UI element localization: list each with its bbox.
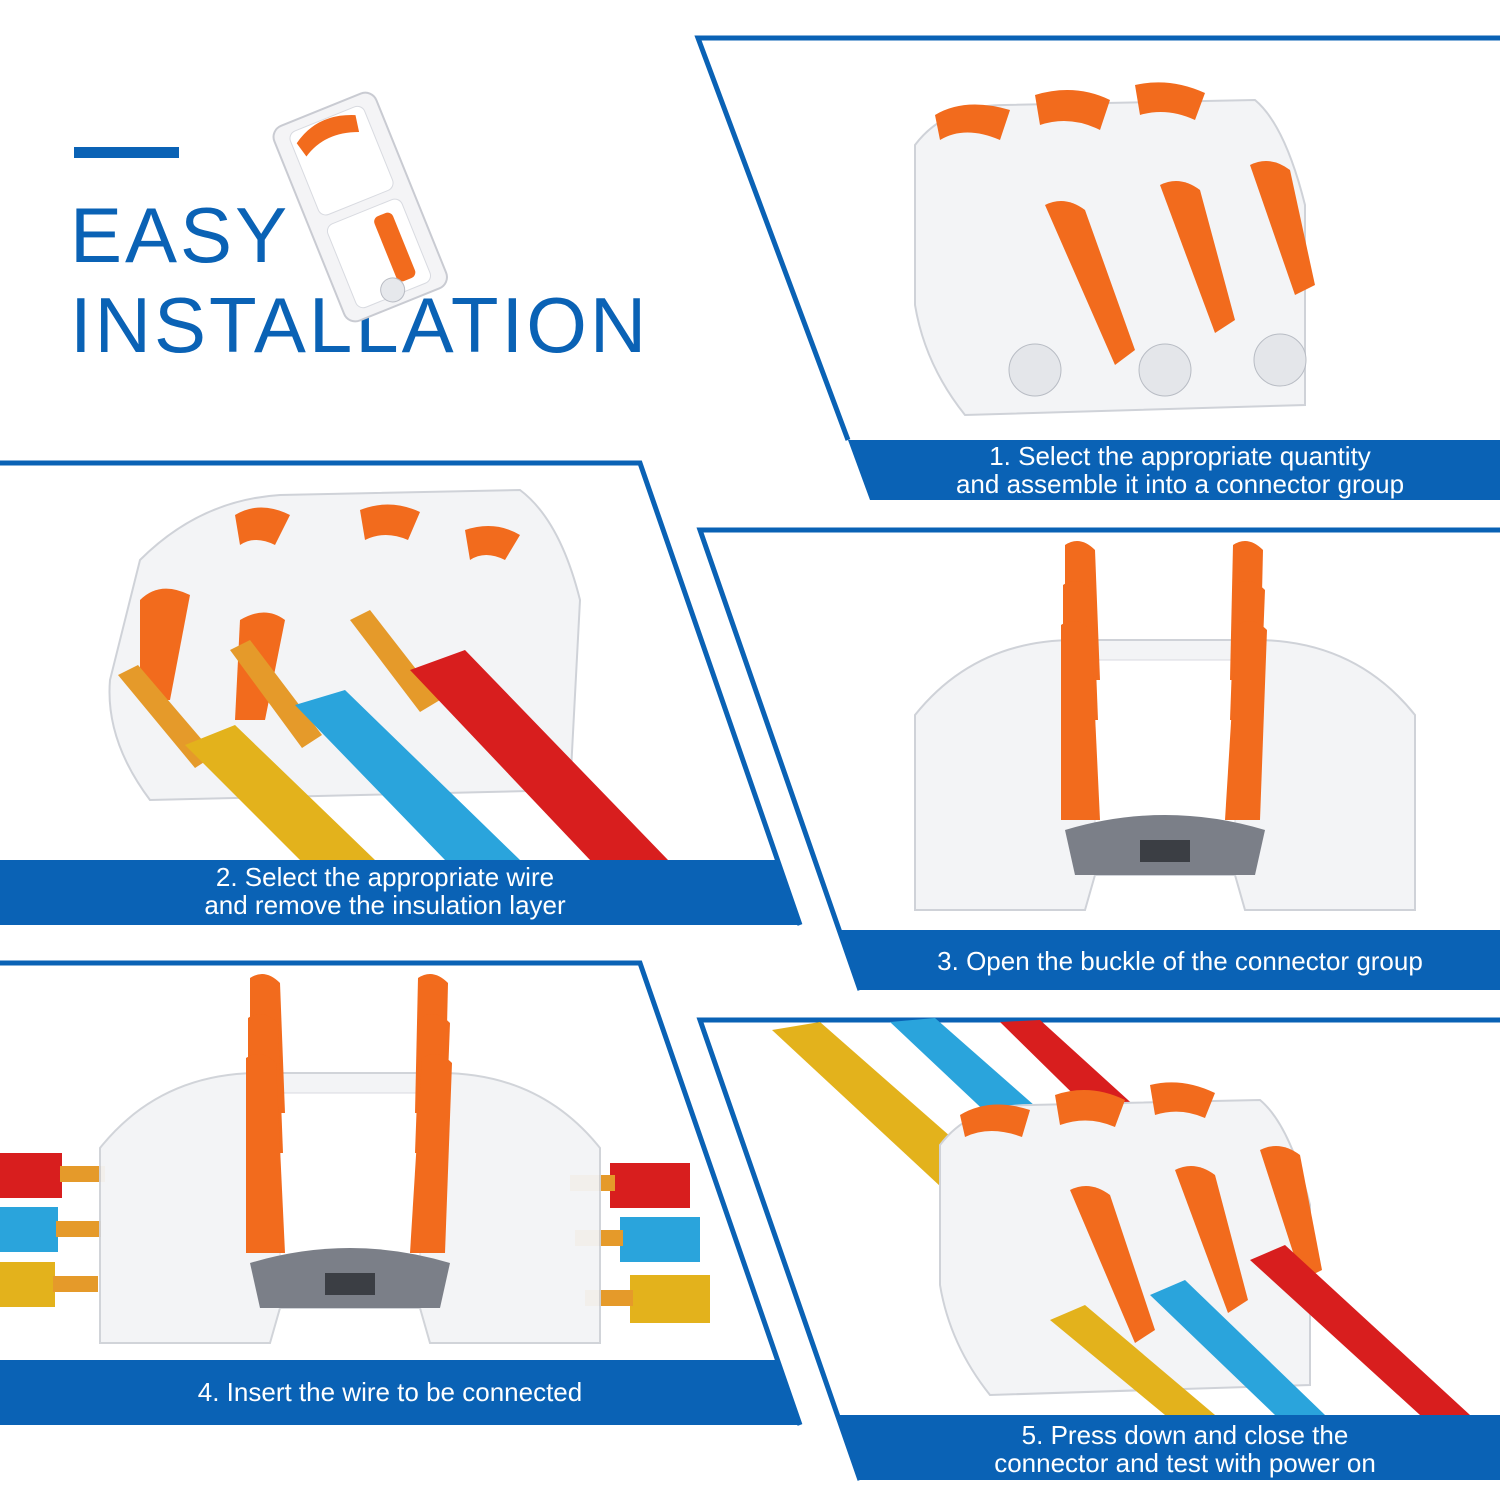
step5-caption: 5. Press down and close the connector an… — [880, 1421, 1490, 1477]
step3-caption: 3. Open the buckle of the connector grou… — [860, 947, 1500, 975]
step4-caption-line1: 4. Insert the wire to be connected — [197, 1377, 583, 1407]
page-title-line1: EASY — [70, 191, 291, 279]
step2-caption-line1: 2. Select the appropriate wire — [215, 862, 555, 892]
step1-caption: 1. Select the appropriate quantity and a… — [880, 442, 1480, 498]
step4-caption: 4. Insert the wire to be connected — [70, 1378, 710, 1406]
title-accent-bar — [74, 147, 179, 158]
step1-caption-line2: and assemble it into a connector group — [955, 469, 1405, 499]
step3-caption-line1: 3. Open the buckle of the connector grou… — [937, 946, 1423, 976]
step2-caption-line2: and remove the insulation layer — [204, 890, 566, 920]
step2-caption: 2. Select the appropriate wire and remov… — [80, 863, 690, 919]
step1-caption-line1: 1. Select the appropriate quantity — [989, 441, 1371, 471]
step5-caption-line1: 5. Press down and close the — [1021, 1420, 1349, 1450]
step5-caption-line2: connector and test with power on — [994, 1448, 1376, 1478]
